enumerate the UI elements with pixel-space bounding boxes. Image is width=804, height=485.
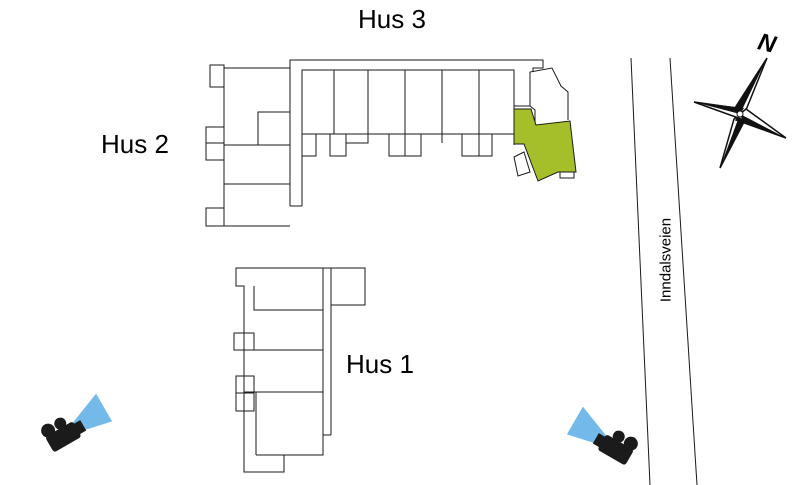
- camera-icon: [566, 406, 638, 465]
- hus1-label: Hus 1: [346, 349, 414, 379]
- hus2-label: Hus 2: [101, 129, 169, 159]
- hus3-building: [289, 59, 575, 207]
- road: [630, 57, 698, 485]
- compass-rose-icon: [693, 57, 787, 169]
- camera-icon: [41, 393, 113, 452]
- hus3-label: Hus 3: [358, 4, 426, 34]
- building-outlines: [205, 57, 698, 485]
- highlighted-unit[interactable]: [513, 108, 577, 182]
- hus1-building: [233, 267, 366, 473]
- road-label: Inndalsveien: [657, 217, 675, 303]
- hus2-building: [205, 64, 291, 227]
